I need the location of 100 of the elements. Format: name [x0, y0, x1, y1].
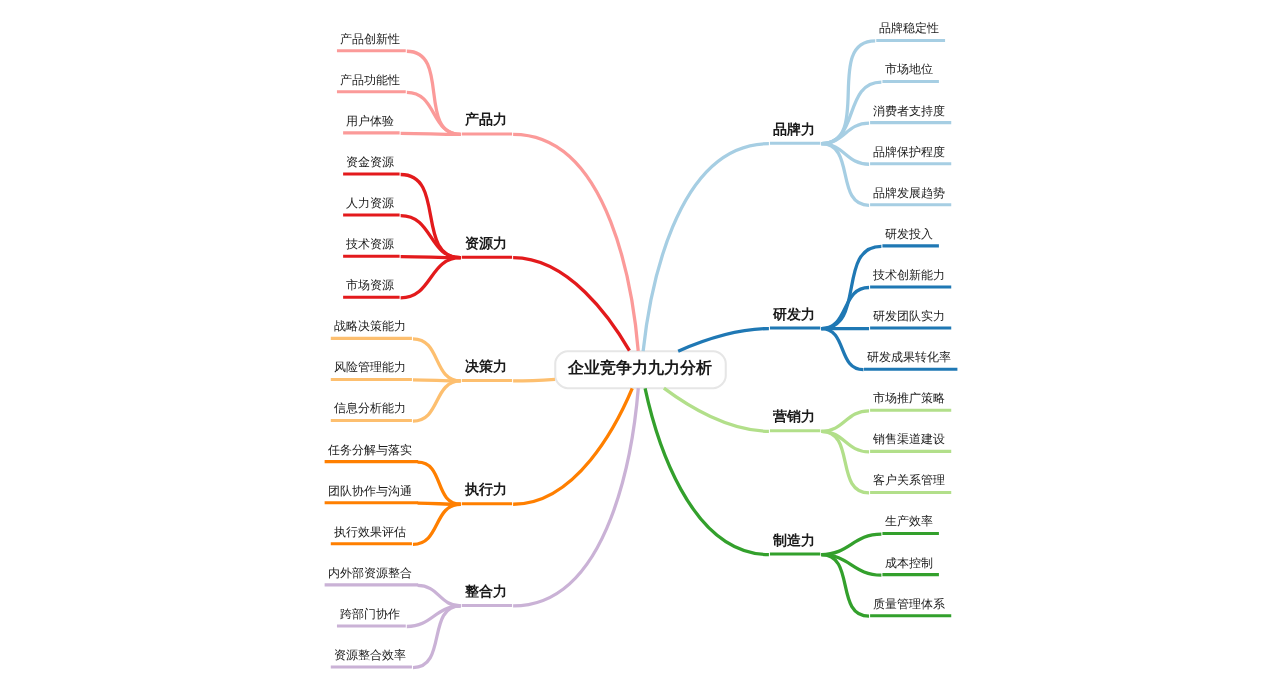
node-label: 执行力	[464, 481, 507, 498]
node-label: 品牌力	[772, 120, 815, 137]
connector	[820, 326, 864, 372]
node-label: 成本控制	[885, 555, 933, 570]
node-box	[769, 552, 820, 556]
connector	[512, 377, 555, 383]
node-box	[336, 90, 406, 94]
node-box	[881, 573, 939, 577]
node-label: 资源力	[464, 234, 507, 251]
node-box	[461, 502, 512, 506]
node-label: 研发成果转化率	[866, 350, 951, 365]
node-label: 质量管理体系	[872, 596, 945, 611]
node-box	[336, 49, 406, 53]
node-box	[461, 255, 512, 259]
node-box	[769, 429, 820, 433]
connector	[820, 552, 869, 618]
node-box	[869, 326, 951, 330]
node-box	[336, 624, 406, 628]
node-box	[881, 532, 939, 536]
node-box	[342, 131, 400, 135]
node-box	[881, 80, 939, 84]
node-label: 研发力	[772, 305, 815, 322]
node-label: 人力资源	[345, 195, 394, 210]
node-box	[869, 614, 951, 618]
connector	[820, 429, 869, 495]
node-label: 客户关系管理	[872, 473, 945, 488]
connector	[416, 460, 461, 506]
connector	[412, 502, 461, 546]
node-label: 技术资源	[345, 237, 394, 252]
node-label: 内外部资源整合	[327, 565, 412, 580]
node-box	[769, 326, 820, 330]
node-box	[324, 583, 418, 587]
node-box	[875, 38, 945, 42]
connector	[820, 409, 869, 433]
node-label: 执行效果评估	[333, 524, 406, 539]
node-label: 用户体验	[345, 113, 394, 128]
node-label: 品牌稳定性	[878, 21, 939, 36]
node-label: 资金资源	[345, 154, 394, 169]
node-box: 企业竞争力九力分析	[553, 350, 727, 390]
node-label: 任务分解与落实	[327, 442, 412, 457]
node-box	[324, 460, 418, 464]
connector	[406, 604, 461, 629]
node-box	[869, 449, 951, 453]
node-label: 技术创新能力	[872, 267, 945, 282]
node-box	[869, 408, 951, 412]
node-label: 整合力	[464, 582, 507, 599]
node-label: 制造力	[772, 531, 815, 548]
node-label: 团队协作与沟通	[327, 483, 412, 498]
node-box	[330, 419, 412, 423]
node-box	[881, 244, 939, 248]
node-box	[330, 542, 412, 546]
connector	[512, 256, 631, 352]
node-label: 产品力	[464, 111, 507, 128]
connector	[641, 142, 769, 352]
node-label: 生产效率	[885, 514, 933, 529]
connector	[412, 604, 461, 670]
node-label: 资源整合效率	[333, 647, 406, 662]
node-box	[869, 490, 951, 494]
node-label: 产品创新性	[339, 31, 400, 46]
connector	[677, 326, 769, 353]
connector	[400, 131, 461, 137]
connector	[512, 387, 634, 506]
node-box	[330, 665, 412, 669]
node-label: 研发投入	[885, 226, 933, 241]
node-box	[324, 501, 418, 505]
node-label: 市场地位	[885, 62, 933, 77]
node-box	[769, 141, 820, 145]
node-box	[461, 603, 512, 607]
node-label: 风险管理能力	[333, 360, 406, 375]
node-box	[342, 295, 400, 299]
connector	[512, 388, 640, 608]
connector	[412, 337, 461, 383]
node-box	[863, 367, 957, 371]
node-label: 营销力	[772, 408, 815, 425]
node-box	[330, 377, 412, 381]
node-label: 研发团队实力	[872, 308, 945, 323]
connector	[412, 379, 461, 423]
node-label: 决策力	[464, 357, 507, 374]
node-label: 市场资源	[345, 278, 394, 293]
node-box	[869, 121, 951, 125]
connector	[512, 132, 640, 351]
node-box	[330, 336, 412, 340]
connector	[820, 142, 869, 207]
node-box	[869, 285, 951, 289]
node-label: 品牌发展趋势	[872, 185, 945, 200]
node-label: 市场推广策略	[872, 391, 945, 406]
node-label: 产品功能性	[339, 72, 400, 87]
node-label: 信息分析能力	[333, 401, 406, 416]
connector	[643, 388, 769, 557]
connector	[399, 256, 461, 300]
node-box	[461, 132, 512, 136]
node-box	[461, 378, 512, 382]
node-box	[342, 213, 400, 217]
connector	[412, 378, 461, 383]
node-box	[869, 203, 951, 207]
node-label: 消费者支持度	[872, 103, 945, 118]
node-label: 品牌保护程度	[872, 144, 945, 159]
node-box	[869, 162, 951, 166]
connector	[662, 386, 769, 433]
node-label: 跨部门协作	[339, 606, 400, 621]
